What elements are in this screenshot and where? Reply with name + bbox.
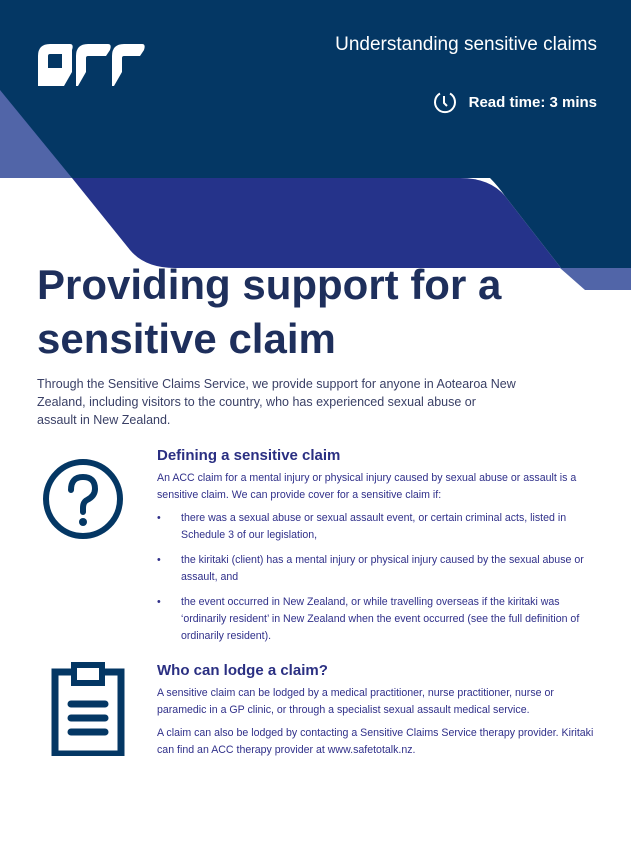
section-heading: Who can lodge a claim? [157,662,328,679]
list-item: there was a sexual abuse or sexual assau… [157,510,597,544]
page-title: Providing support for a sensitive claim [37,261,502,362]
section-heading: Defining a sensitive claim [157,447,341,464]
list-item: the kiritaki (client) has a mental injur… [157,552,597,586]
list-item: the event occurred in New Zealand, or wh… [157,594,597,645]
read-time: Read time: 3 mins [433,90,597,114]
header-purple-band [72,178,561,268]
section-defining-claim: Defining a sensitive claim An ACC claim … [157,447,597,653]
section-paragraph: A claim can also be lodged by contacting… [157,727,594,756]
clipboard-icon [51,662,125,756]
series-title: Understanding sensitive claims [335,34,597,55]
clock-icon [433,92,456,114]
section-who-can-lodge: Who can lodge a claim? A sensitive claim… [157,662,597,765]
header-left-triangle [0,90,72,178]
header-navy-right [490,178,631,268]
acc-logo [38,44,145,86]
header-right-triangle [560,268,631,290]
criteria-list: there was a sexual abuse or sexual assau… [157,510,597,645]
section-paragraph: A sensitive claim can be lodged by a med… [157,687,554,716]
header-banner [0,0,631,290]
read-time-label: Read time: 3 mins [468,93,597,111]
header-navy-band [0,0,631,178]
section-paragraph: An ACC claim for a mental injury or phys… [157,472,577,501]
question-circle-icon [43,459,123,539]
intro-paragraph: Through the Sensitive Claims Service, we… [37,377,516,427]
